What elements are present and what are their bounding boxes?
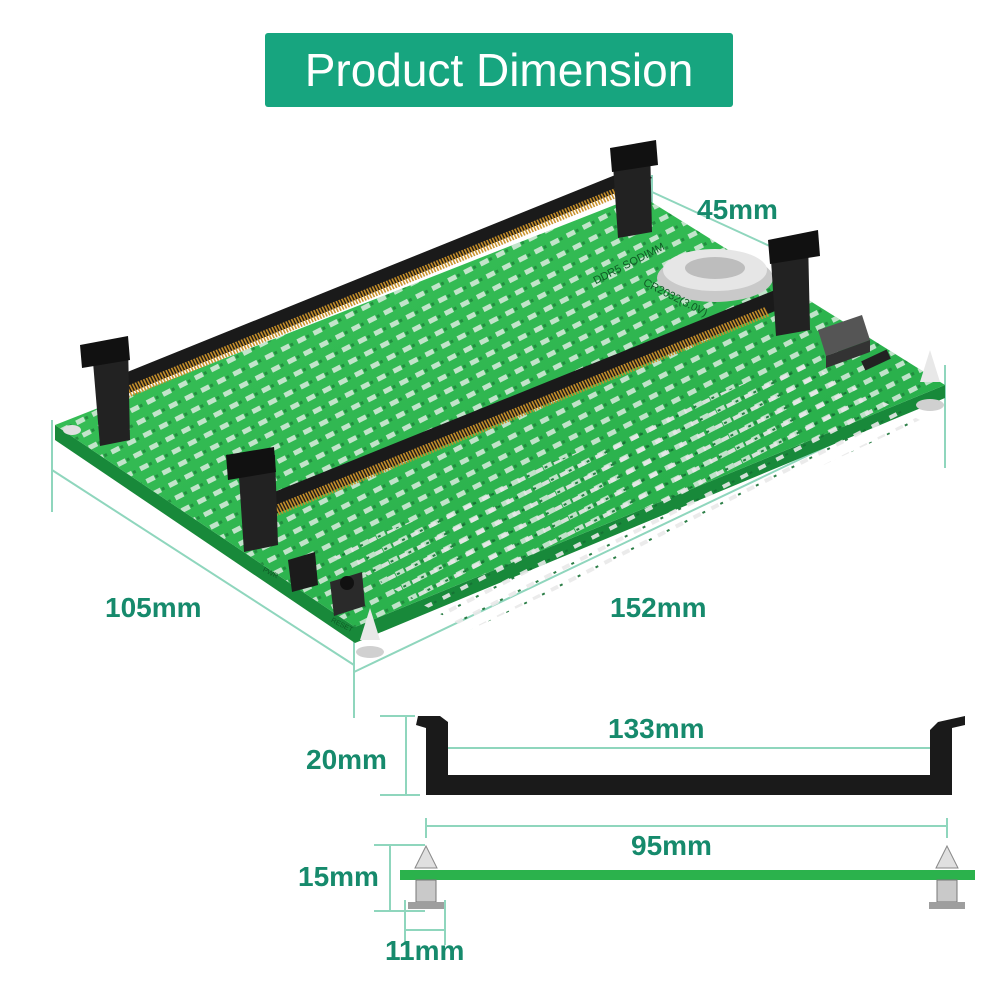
power-switch [288, 552, 318, 592]
slot-side-profile [380, 715, 965, 796]
slot-length-label: 133mm [608, 713, 705, 744]
board-height-label: 15mm [298, 861, 379, 892]
slot-height-label: 20mm [306, 744, 387, 775]
battery-holder [657, 249, 773, 302]
standoff-spacing-label: 95mm [631, 830, 712, 861]
standoff-left [63, 425, 81, 435]
reset-button [330, 572, 365, 616]
memory-slot-front [226, 230, 820, 552]
board-depth-label: 105mm [105, 592, 202, 623]
board-length-label: 152mm [610, 592, 707, 623]
standoff-front [356, 608, 384, 658]
title-banner: Product Dimension [265, 33, 733, 107]
pcb-side-profile [374, 818, 975, 945]
memory-slot-back [80, 140, 658, 446]
slot-spacing-label: 45mm [697, 194, 778, 225]
standoff-width-label: 11mm [385, 935, 465, 966]
usb-connector [818, 315, 891, 371]
standoff-right [916, 350, 944, 411]
